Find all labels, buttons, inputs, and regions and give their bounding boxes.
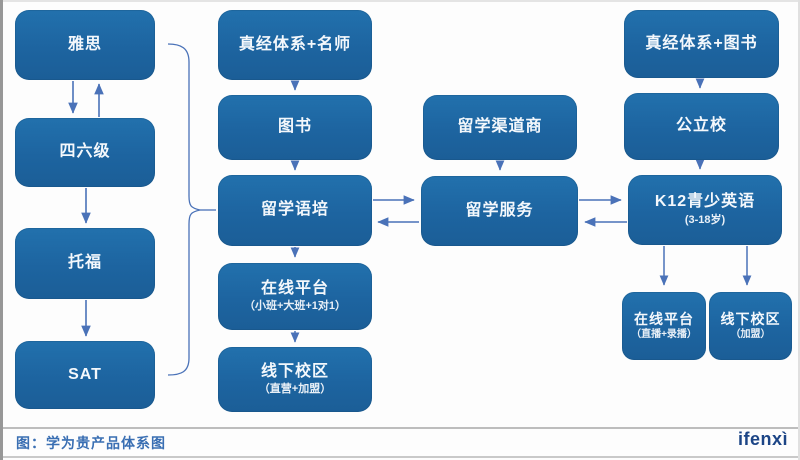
node-cet46-label: 四六级 <box>59 143 111 161</box>
node-k12-offline: 线下校区 （加盟） <box>709 292 792 360</box>
node-k12-english: K12青少英语 (3-18岁) <box>628 175 782 245</box>
bottom-border-line <box>0 456 800 458</box>
node-ielts: 雅思 <box>15 10 155 80</box>
node-abroad-service-label: 留学服务 <box>465 201 534 219</box>
node-abroad-channel-label: 留学渠道商 <box>457 118 543 136</box>
node-sat-label: SAT <box>68 365 102 383</box>
node-k12-offline-sublabel: （加盟） <box>730 329 771 341</box>
node-canon-system-books: 真经体系+图书 <box>624 10 779 78</box>
brace-left-column <box>167 43 201 376</box>
node-canon-system-books-label: 真经体系+图书 <box>645 34 758 52</box>
node-abroad-channel: 留学渠道商 <box>423 95 577 160</box>
node-online-platform-label: 在线平台 <box>260 279 329 297</box>
frame-edge-top <box>0 0 800 2</box>
node-abroad-service: 留学服务 <box>421 176 578 246</box>
figure-caption: 图：学为贵产品体系图 <box>16 435 166 451</box>
node-toefl: 托福 <box>15 228 155 299</box>
node-offline-campus-sublabel: （直营+加盟） <box>258 383 332 396</box>
node-online-platform: 在线平台 （小班+大班+1对1） <box>218 263 372 330</box>
node-online-platform-sublabel: （小班+大班+1对1） <box>243 300 347 313</box>
node-study-abroad-language: 留学语培 <box>218 175 372 246</box>
node-public-school: 公立校 <box>624 93 779 160</box>
node-k12-english-sublabel: (3-18岁) <box>684 213 726 226</box>
frame-edge-left <box>0 0 3 460</box>
frame-edge-right <box>798 0 800 460</box>
node-cet46: 四六级 <box>15 118 155 187</box>
node-toefl-label: 托福 <box>67 254 102 272</box>
node-books-label: 图书 <box>277 118 312 136</box>
node-canon-system-teachers-label: 真经体系+名师 <box>238 35 352 53</box>
node-k12-online-label: 在线平台 <box>634 311 694 328</box>
node-offline-campus: 线下校区 （直营+加盟） <box>218 347 372 412</box>
node-k12-english-label: K12青少英语 <box>654 193 756 211</box>
node-ielts-label: 雅思 <box>67 35 102 53</box>
node-canon-system-teachers: 真经体系+名师 <box>218 10 372 80</box>
node-offline-campus-label: 线下校区 <box>260 362 329 380</box>
ifenxi-logo: ifenxì <box>737 429 788 449</box>
node-study-abroad-language-label: 留学语培 <box>260 201 329 219</box>
node-k12-online-sublabel: （直播+录播） <box>631 329 697 341</box>
node-public-school-label: 公立校 <box>675 117 727 135</box>
node-sat: SAT <box>15 341 155 409</box>
node-books: 图书 <box>218 95 372 160</box>
node-k12-online: 在线平台 （直播+录播） <box>622 292 706 360</box>
footer-divider <box>0 427 800 429</box>
node-k12-offline-label: 线下校区 <box>720 311 781 328</box>
